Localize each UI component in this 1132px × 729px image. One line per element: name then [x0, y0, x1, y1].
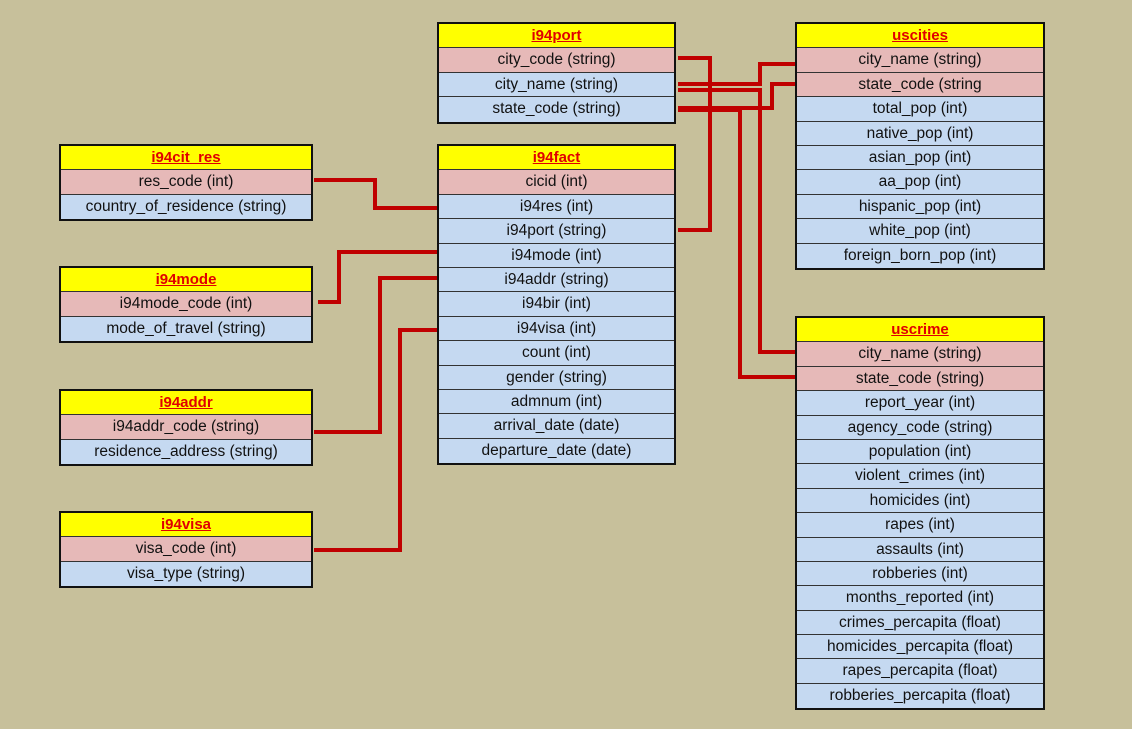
field-i94fact: count (int) — [439, 341, 674, 366]
field-i94cit-res: country_of_residence (string) — [61, 194, 311, 220]
field-i94fact: i94bir (int) — [439, 292, 674, 317]
field-i94fact: i94visa (int) — [439, 316, 674, 342]
field-uscities: aa_pop (int) — [797, 170, 1043, 195]
connector-i94mode-to-i94fact — [318, 250, 437, 304]
field-i94port: state_code (string) — [439, 97, 674, 122]
field-uscrime: robberies (int) — [797, 561, 1043, 587]
connector-i94port-city-name-to-uscities — [678, 62, 797, 86]
connector-i94port-state-code-to-uscities — [678, 82, 797, 110]
table-title-i94addr: i94addr — [61, 391, 311, 416]
key-field-i94cit-res: res_code (int) — [61, 170, 311, 195]
field-i94fact: arrival_date (date) — [439, 414, 674, 439]
field-i94mode: mode_of_travel (string) — [61, 316, 311, 342]
key-field-i94addr: i94addr_code (string) — [61, 415, 311, 440]
field-uscrime: crimes_percapita (float) — [797, 610, 1043, 636]
field-uscrime: population (int) — [797, 439, 1043, 465]
key-field-i94fact: cicid (int) — [439, 170, 674, 195]
field-i94fact: i94addr (string) — [439, 267, 674, 293]
table-title-i94fact: i94fact — [439, 146, 674, 171]
key-field-uscities: city_name (string) — [797, 48, 1043, 73]
field-uscrime: robberies_percapita (float) — [797, 683, 1043, 709]
key-field-i94port: city_code (string) — [439, 48, 674, 73]
table-title-i94visa: i94visa — [61, 513, 311, 538]
field-i94fact: i94res (int) — [439, 194, 674, 220]
key-field-uscrime: city_name (string) — [797, 342, 1043, 367]
field-i94fact: i94mode (int) — [439, 243, 674, 268]
field-i94addr: residence_address (string) — [61, 439, 311, 465]
field-uscrime: violent_crimes (int) — [797, 464, 1043, 489]
key-field-i94mode: i94mode_code (int) — [61, 292, 311, 317]
field-uscities: foreign_born_pop (int) — [797, 243, 1043, 268]
table-title-i94cit-res: i94cit_res — [61, 146, 311, 171]
field-uscrime: agency_code (string) — [797, 415, 1043, 440]
field-uscrime: months_reported (int) — [797, 586, 1043, 611]
table-title-i94mode: i94mode — [61, 268, 311, 293]
connector-i94visa-to-i94fact — [314, 328, 437, 552]
key-field-uscrime: state_code (string) — [797, 366, 1043, 392]
connector-i94port-city-name-to-uscrime — [678, 88, 797, 354]
connector-i94addr-to-i94fact — [314, 276, 437, 434]
field-uscities: asian_pop (int) — [797, 145, 1043, 171]
field-i94visa: visa_type (string) — [61, 561, 311, 587]
connector-i94port-city-code-to-i94fact — [678, 56, 712, 232]
field-i94fact: departure_date (date) — [439, 438, 674, 464]
field-i94fact: gender (string) — [439, 365, 674, 390]
field-uscities: white_pop (int) — [797, 219, 1043, 244]
field-i94fact: i94port (string) — [439, 219, 674, 244]
field-i94fact: admnum (int) — [439, 389, 674, 415]
table-title-i94port: i94port — [439, 24, 674, 49]
key-field-uscities: state_code (string — [797, 72, 1043, 98]
table-title-uscrime: uscrime — [797, 318, 1043, 343]
field-uscrime: assaults (int) — [797, 537, 1043, 562]
key-field-i94visa: visa_code (int) — [61, 537, 311, 562]
table-title-uscities: uscities — [797, 24, 1043, 49]
connector-i94port-state-code-to-uscrime — [678, 108, 797, 379]
field-uscities: total_pop (int) — [797, 97, 1043, 122]
connector-i94cit-res-to-i94fact — [314, 178, 437, 210]
field-uscrime: report_year (int) — [797, 391, 1043, 416]
field-uscrime: rapes (int) — [797, 513, 1043, 538]
field-uscities: native_pop (int) — [797, 121, 1043, 146]
field-uscrime: rapes_percapita (float) — [797, 659, 1043, 684]
field-uscrime: homicides (int) — [797, 488, 1043, 514]
field-i94port: city_name (string) — [439, 72, 674, 98]
field-uscities: hispanic_pop (int) — [797, 194, 1043, 220]
field-uscrime: homicides_percapita (float) — [797, 635, 1043, 660]
